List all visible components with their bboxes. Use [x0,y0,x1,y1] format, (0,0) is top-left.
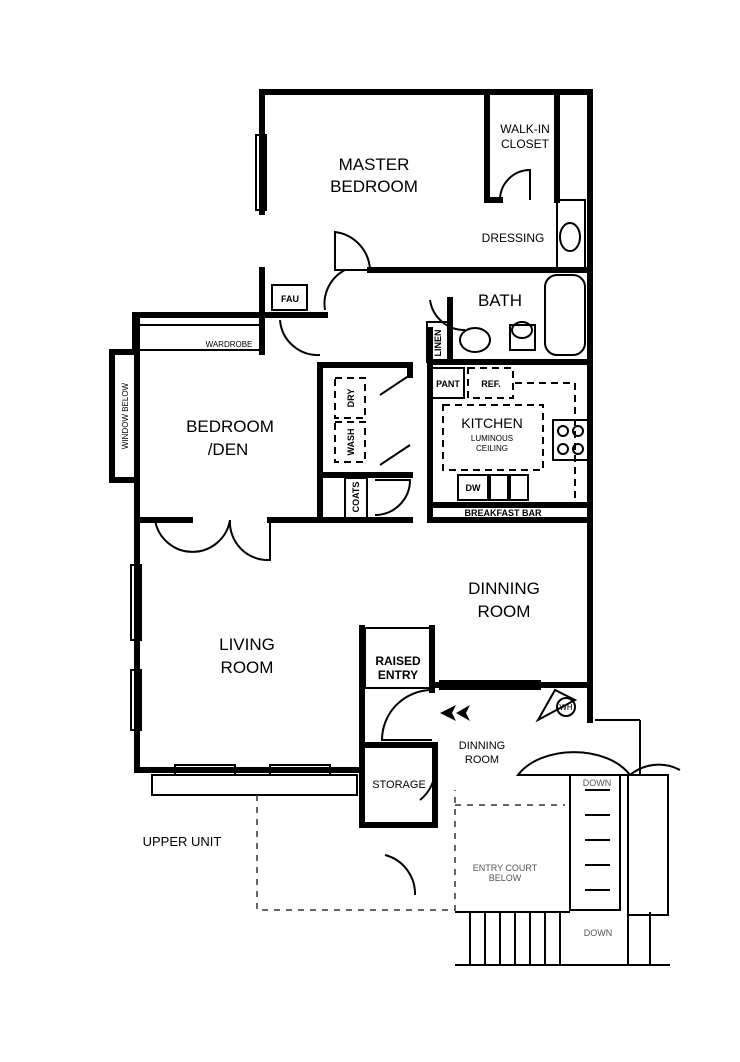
exterior-stairs [256,719,670,966]
label-water-heater: WH [559,703,573,712]
label-coats: COATS [351,482,361,513]
label-wardrobe: WARDROBE [206,340,253,349]
entry-arrow-icon [440,705,470,721]
label-bath: BATH [478,291,522,310]
label-upper-unit: UPPER UNIT [143,834,222,849]
label-pantry: PANT [436,379,460,389]
label-fau: FAU [281,294,299,304]
label-wash: WASH [346,429,356,456]
label-stairs-down: DOWN [583,778,612,788]
label-breakfast-bar: BREAKFAST BAR [464,508,542,518]
doors [154,168,681,896]
label-linen: LINEN [433,330,443,357]
label-bedroom-den: BEDROOM/DEN [186,417,274,459]
label-dry: DRY [346,389,356,408]
label-window-below: WINDOW BELOW [121,382,130,449]
fixtures [136,199,589,721]
label-storage: STORAGE [372,779,426,791]
label-dishwasher: DW [466,483,481,493]
label-refrigerator: REF. [481,379,501,389]
walls [109,89,593,828]
label-kitchen: KITCHEN [461,415,522,431]
label-dressing: DRESSING [482,231,545,245]
label-stairs-down-lower: DOWN [584,928,613,938]
windows [130,134,541,796]
